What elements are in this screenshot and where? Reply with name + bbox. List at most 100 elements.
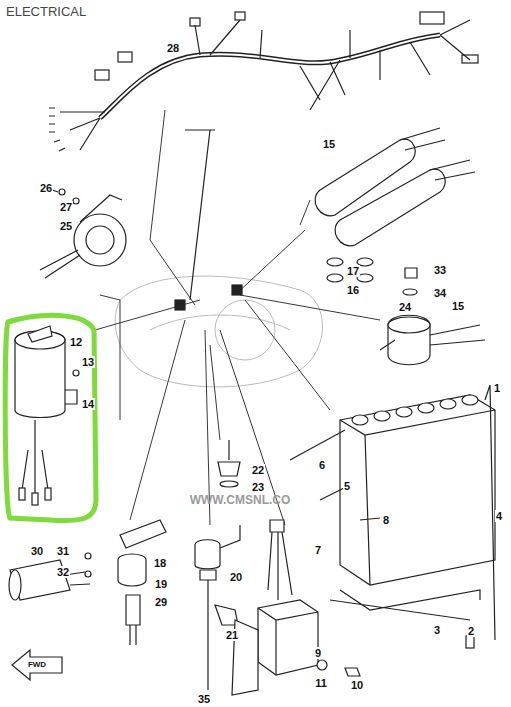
- line-art: [85, 571, 91, 577]
- callout-number: 15: [451, 300, 465, 312]
- line-art: [100, 35, 440, 118]
- line-art: [120, 520, 166, 548]
- line-art: [22, 420, 48, 495]
- line-art: [466, 636, 474, 648]
- line-art: [28, 326, 52, 342]
- line-art: [80, 195, 122, 222]
- callout-number: 28: [166, 42, 180, 54]
- line-art: [335, 169, 445, 246]
- callout-number: 18: [153, 557, 167, 569]
- line-art: [327, 258, 343, 266]
- line-art: [150, 315, 290, 330]
- callout-number: 20: [229, 571, 243, 583]
- line-art: [235, 12, 245, 20]
- line-art: [440, 399, 456, 409]
- callout-number: 32: [56, 566, 70, 578]
- line-art: [270, 520, 284, 532]
- callout-number: 12: [69, 336, 83, 348]
- callout-number: 34: [433, 287, 447, 299]
- line-art: [118, 52, 132, 62]
- line-art: [40, 250, 80, 278]
- line-art: [268, 532, 292, 600]
- line-art: [185, 130, 215, 300]
- highlight-outline: [5, 315, 96, 520]
- callout-number: 4: [495, 510, 503, 522]
- callout-number: 9: [314, 647, 322, 659]
- callout-number: 7: [314, 544, 322, 556]
- callout-number: 23: [251, 481, 265, 493]
- callout-number: 6: [318, 459, 326, 471]
- line-art: [210, 345, 220, 440]
- callout-number: 25: [59, 220, 73, 232]
- line-art: [95, 70, 109, 80]
- line-art: [330, 385, 495, 640]
- callout-number: 33: [433, 264, 447, 276]
- line-art: [85, 553, 91, 559]
- line-art: [73, 198, 79, 204]
- line-art: [45, 488, 51, 500]
- line-art: [59, 189, 65, 195]
- line-art: [126, 595, 140, 645]
- line-art: [19, 488, 25, 500]
- line-art: [462, 55, 478, 63]
- line-art: [290, 430, 380, 520]
- starter-relay: [9, 553, 91, 600]
- line-art: [220, 481, 238, 487]
- title: ELECTRICAL: [6, 4, 86, 19]
- line-art: [65, 390, 77, 404]
- line-art: [245, 300, 330, 410]
- line-art: [240, 295, 380, 320]
- callout-number: 8: [382, 514, 390, 526]
- line-art: [175, 300, 185, 310]
- wire-harness: [49, 12, 478, 300]
- callout-number: 3: [433, 624, 441, 636]
- line-art: [32, 493, 38, 505]
- line-art: [405, 268, 417, 278]
- line-art: [418, 403, 434, 413]
- line-art: [49, 108, 65, 151]
- line-art: [380, 325, 485, 350]
- line-art: [340, 395, 495, 585]
- line-art: [60, 20, 470, 150]
- line-art: [218, 462, 240, 476]
- line-art: [235, 230, 305, 295]
- callout-number: 1: [493, 382, 501, 394]
- line-art: [9, 570, 21, 600]
- ignition-coil: [315, 128, 475, 295]
- direction-label: FWD: [27, 659, 47, 671]
- callout-number: 27: [59, 201, 73, 213]
- line-art: [190, 18, 200, 26]
- callout-number: 14: [81, 398, 95, 410]
- line-art: [258, 600, 318, 675]
- callout-number: 29: [154, 596, 168, 608]
- line-art: [345, 668, 360, 676]
- callout-number: 22: [251, 464, 265, 476]
- line-art: [118, 554, 146, 586]
- line-art: [327, 274, 343, 282]
- line-art: [86, 226, 114, 254]
- callout-number: 24: [398, 301, 412, 313]
- line-art: [400, 128, 475, 180]
- callout-number: 21: [225, 629, 239, 641]
- frame-outline: [115, 276, 322, 387]
- line-art: [115, 276, 322, 387]
- relay: [380, 315, 485, 365]
- callout-number: 16: [346, 284, 360, 296]
- callout-number: 15: [322, 138, 336, 150]
- callout-number: 17: [346, 265, 360, 277]
- line-art: [15, 331, 65, 418]
- line-art: [258, 608, 318, 675]
- line-art: [374, 411, 390, 421]
- callout-number: 35: [197, 693, 211, 705]
- horn: [40, 188, 126, 278]
- line-art: [100, 200, 310, 420]
- line-art: [317, 660, 327, 670]
- line-art: [403, 289, 417, 295]
- battery: [290, 385, 495, 648]
- line-art: [10, 560, 70, 600]
- bulb-socket: [218, 440, 240, 487]
- callout-number: 10: [350, 679, 364, 691]
- line-art: [73, 370, 79, 376]
- callout-number: 19: [154, 578, 168, 590]
